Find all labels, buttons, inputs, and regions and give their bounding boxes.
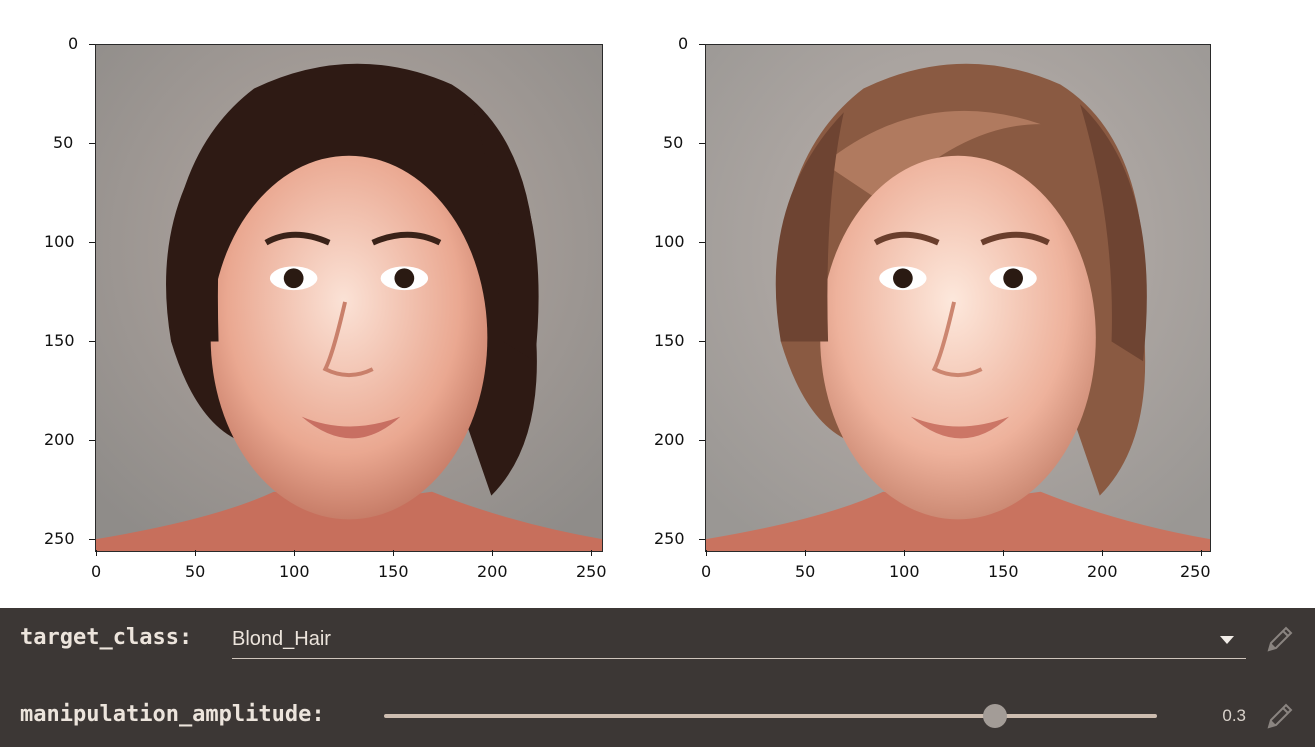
form-controls-panel: target_class: Blond_Hair manipulation_am… xyxy=(0,608,1315,747)
x-tick-label: 150 xyxy=(988,562,1019,581)
manipulation-amplitude-value: 0.3 xyxy=(1222,706,1246,725)
manipulation-amplitude-label: manipulation_amplitude: xyxy=(20,702,325,727)
y-tick-label: 150 xyxy=(654,331,685,350)
x-tick-label: 50 xyxy=(185,562,206,581)
y-tick xyxy=(699,539,705,540)
y-tick-label: 0 xyxy=(678,34,689,53)
y-tick-label: 100 xyxy=(654,232,685,251)
caret-down-icon xyxy=(1220,636,1234,644)
x-tick-label: 200 xyxy=(1087,562,1118,581)
notebook-output: 0 50 100 150 200 250 0 50 100 150 200 25… xyxy=(0,0,1211,608)
y-tick xyxy=(699,44,705,45)
x-tick xyxy=(904,550,905,556)
image-original-face xyxy=(95,44,603,552)
x-tick-label: 100 xyxy=(889,562,920,581)
y-tick-label: 200 xyxy=(654,430,685,449)
y-tick xyxy=(699,440,705,441)
x-tick-label: 200 xyxy=(477,562,508,581)
face-drawing-manipulated xyxy=(706,45,1210,551)
y-tick xyxy=(89,44,95,45)
y-tick xyxy=(89,539,95,540)
x-tick xyxy=(1201,550,1202,556)
y-tick xyxy=(89,242,95,243)
x-tick xyxy=(393,550,394,556)
y-tick-label: 100 xyxy=(44,232,75,251)
y-tick xyxy=(699,341,705,342)
x-tick xyxy=(96,550,97,556)
y-tick-label: 250 xyxy=(654,529,685,548)
face-drawing-original xyxy=(96,45,602,551)
pencil-icon xyxy=(1267,626,1293,652)
plot-manipulated: 0 50 100 150 200 250 0 50 100 150 200 25… xyxy=(654,34,1211,581)
target-class-label: target_class: xyxy=(20,625,193,650)
plot-original: 0 50 100 150 200 250 0 50 100 150 200 25… xyxy=(0,0,620,608)
y-tick xyxy=(89,440,95,441)
y-tick-label: 50 xyxy=(663,133,684,152)
x-tick-label: 250 xyxy=(576,562,607,581)
pencil-icon xyxy=(1267,703,1293,729)
target-class-dropdown[interactable]: Blond_Hair xyxy=(232,624,1246,659)
x-tick xyxy=(1003,550,1004,556)
x-tick xyxy=(805,550,806,556)
x-tick-label: 50 xyxy=(795,562,816,581)
slider-thumb[interactable] xyxy=(982,704,1007,728)
x-tick-label: 100 xyxy=(279,562,310,581)
manipulation-amplitude-edit-button[interactable] xyxy=(1263,699,1297,733)
y-tick xyxy=(699,242,705,243)
target-class-edit-button[interactable] xyxy=(1263,622,1297,656)
x-tick-label: 150 xyxy=(378,562,409,581)
y-tick-label: 250 xyxy=(44,529,75,548)
x-tick-label: 250 xyxy=(1180,562,1211,581)
y-tick xyxy=(89,143,95,144)
y-tick-label: 200 xyxy=(44,430,75,449)
x-tick xyxy=(492,550,493,556)
x-tick-label: 0 xyxy=(91,562,102,581)
y-tick xyxy=(89,341,95,342)
x-tick xyxy=(294,550,295,556)
y-tick-label: 150 xyxy=(44,331,75,350)
x-tick xyxy=(591,550,592,556)
x-tick xyxy=(706,550,707,556)
y-tick-label: 50 xyxy=(53,133,74,152)
y-tick-label: 0 xyxy=(68,34,79,53)
x-tick-label: 0 xyxy=(701,562,712,581)
manipulation-amplitude-slider[interactable] xyxy=(384,704,1157,728)
x-tick xyxy=(195,550,196,556)
target-class-value: Blond_Hair xyxy=(232,628,331,650)
y-tick xyxy=(699,143,705,144)
image-manipulated-face xyxy=(705,44,1211,552)
x-tick xyxy=(1102,550,1103,556)
